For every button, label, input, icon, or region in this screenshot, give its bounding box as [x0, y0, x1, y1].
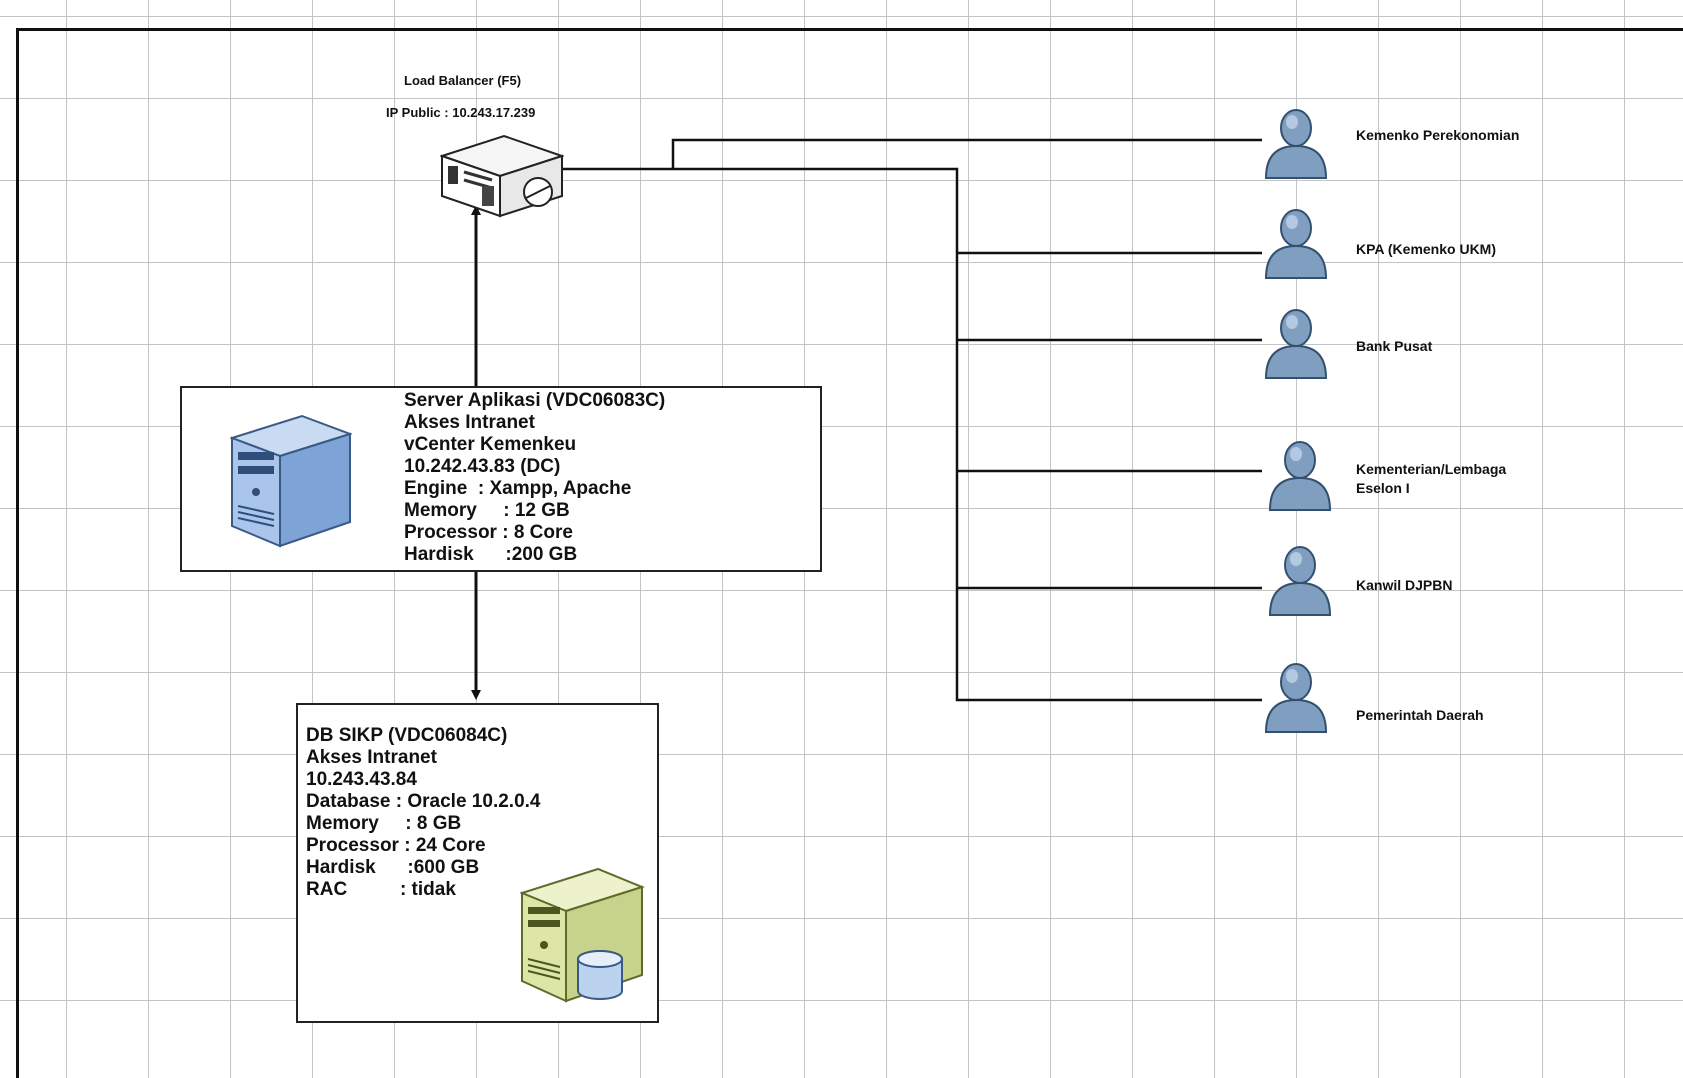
user-label-line: Eselon I [1356, 480, 1410, 496]
load-balancer-icon [440, 134, 564, 218]
user-label: KPA (Kemenko UKM) [1356, 240, 1496, 259]
db-server-line: Processor : 24 Core [306, 835, 486, 856]
db-server-specs: DB SIKP (VDC06084C) Akses Intranet 10.24… [306, 725, 540, 901]
user-label: Pemerintah Daerah [1356, 706, 1484, 725]
user-label: Kemenko Perekonomian [1356, 126, 1519, 145]
user-label-line: KPA (Kemenko UKM) [1356, 241, 1497, 257]
user-icon [1264, 209, 1328, 279]
user-label-line: Kanwil DJPBN [1356, 577, 1453, 593]
user-label: Kanwil DJPBN [1356, 576, 1452, 595]
user-label-line: Pemerintah Daerah [1356, 707, 1484, 723]
app-server-line: Hardisk :200 GB [404, 544, 578, 565]
user-label-line: Kemenko Perekonomian [1356, 127, 1520, 143]
app-server-line: Akses Intranet [404, 412, 535, 433]
app-server-line: Engine : Xampp, Apache [404, 478, 632, 499]
user-icon [1264, 663, 1328, 733]
user-label-line: Bank Pusat [1356, 338, 1433, 354]
db-server-box: DB SIKP (VDC06084C) Akses Intranet 10.24… [296, 703, 659, 1023]
app-server-line: vCenter Kemenkeu [404, 434, 577, 455]
db-server-line: 10.243.43.84 [306, 769, 417, 790]
user-label: Bank Pusat [1356, 337, 1432, 356]
user-icon [1264, 109, 1328, 179]
lb-to-users-lines [558, 138, 1262, 702]
app-server-line: 10.242.43.83 (DC) [404, 456, 561, 477]
app-server-line: Processor : 8 Core [404, 522, 573, 543]
app-server-line: Server Aplikasi (VDC06083C) [404, 390, 666, 411]
app-server-line: Memory : 12 GB [404, 500, 570, 521]
user-icon [1264, 309, 1328, 379]
db-server-line: DB SIKP (VDC06084C) [306, 725, 508, 746]
app-server-specs: Server Aplikasi (VDC06083C) Akses Intran… [404, 390, 665, 566]
load-balancer-ip: IP Public : 10.243.17.239 [386, 105, 536, 120]
user-icon [1268, 546, 1332, 616]
db-server-line: RAC : tidak [306, 879, 456, 900]
load-balancer-name: Load Balancer (F5) [404, 73, 522, 88]
db-server-line: Akses Intranet [306, 747, 437, 768]
db-server-line: Database : Oracle 10.2.0.4 [306, 791, 541, 812]
app-server-box: Server Aplikasi (VDC06083C) Akses Intran… [180, 386, 822, 572]
db-server-line: Memory : 8 GB [306, 813, 462, 834]
server-tower-icon [230, 414, 352, 548]
user-icon [1268, 441, 1332, 511]
user-label-line: Kementerian/Lembaga [1356, 461, 1507, 477]
db-server-line: Hardisk :600 GB [306, 857, 480, 878]
diagram-frame [16, 28, 1683, 1078]
database-server-icon [520, 867, 645, 1003]
